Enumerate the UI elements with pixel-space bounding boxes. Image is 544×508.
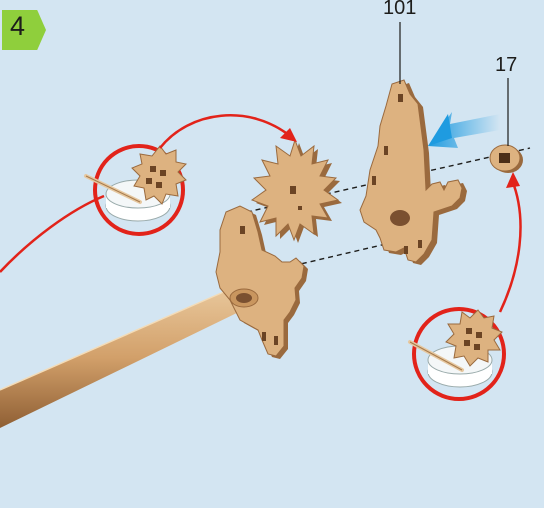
red-arrow-left-tail xyxy=(0,196,104,272)
bracket-part-101 xyxy=(360,80,467,265)
ring-part-17 xyxy=(490,145,523,173)
red-arrow-to-star xyxy=(160,115,290,148)
red-arrow-to-ring xyxy=(500,180,521,312)
glue-inset-left xyxy=(86,146,186,234)
insert-direction-arrow xyxy=(428,112,500,148)
rod xyxy=(0,287,245,428)
glue-inset-right xyxy=(410,309,504,399)
star-gear xyxy=(252,140,342,243)
callout-label-101: 101 xyxy=(383,0,416,20)
callout-label-17: 17 xyxy=(495,54,517,77)
step-number: 4 xyxy=(10,11,25,42)
